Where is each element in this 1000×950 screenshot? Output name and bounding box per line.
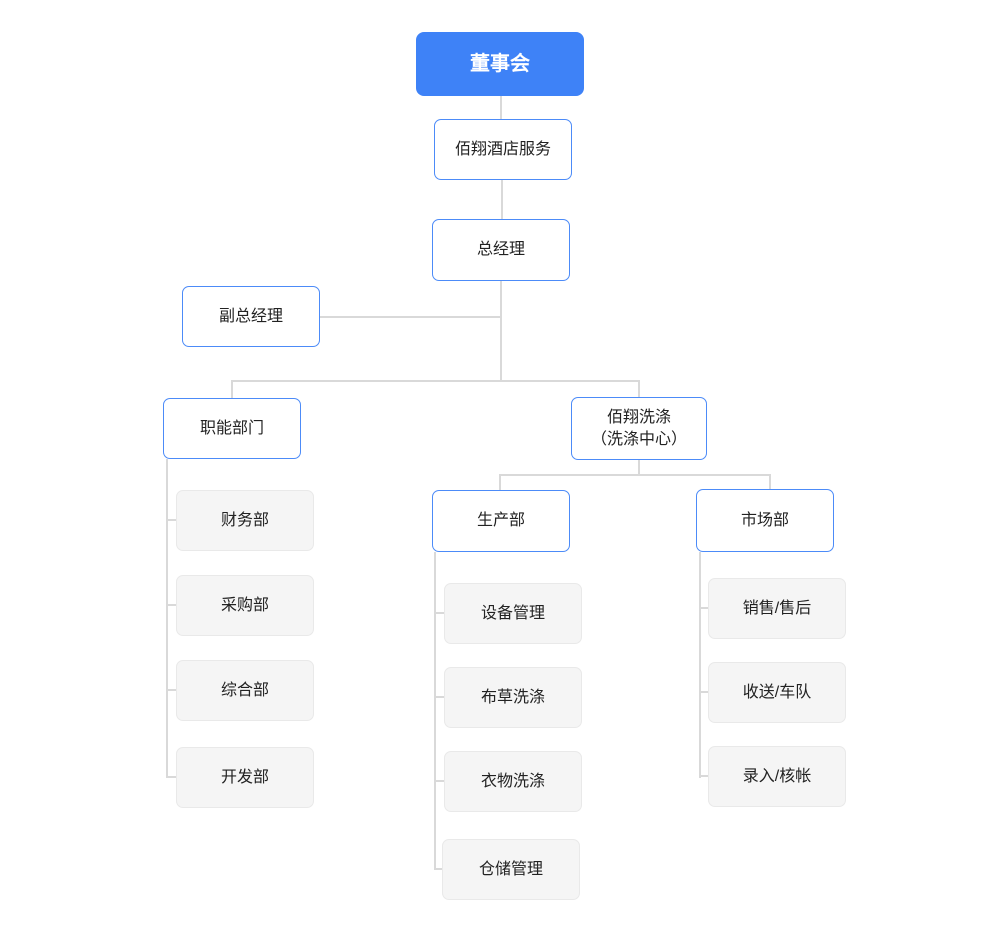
node-procurement-dept[interactable]: 采购部 — [176, 575, 314, 636]
connector-stub-linen — [434, 696, 444, 698]
connector-stub-finance — [166, 519, 176, 521]
connector-stub-general-affairs — [166, 689, 176, 691]
node-laundry-center[interactable]: 佰翔洗涤 （洗涤中心） — [571, 397, 707, 460]
node-label: 录入/核帐 — [742, 767, 812, 785]
connector-drop-production — [499, 474, 501, 490]
node-equipment-management[interactable]: 设备管理 — [444, 583, 582, 644]
node-label-line1: 佰翔洗涤 — [606, 408, 671, 426]
node-label: 销售/售后 — [742, 599, 812, 617]
connector-stub-sales — [699, 607, 708, 609]
node-clothes-washing[interactable]: 衣物洗涤 — [444, 751, 582, 812]
connector-hotel-gm — [501, 180, 503, 219]
node-label: 布草洗涤 — [480, 688, 545, 706]
node-label: 佰翔酒店服务 — [454, 140, 551, 158]
connector-drop-functional — [231, 380, 233, 398]
connector-marketing-spine — [699, 552, 701, 778]
node-label: 收送/车队 — [742, 683, 812, 701]
node-linen-washing[interactable]: 布草洗涤 — [444, 667, 582, 728]
connector-stub-development — [166, 776, 176, 778]
node-deputy-general-manager[interactable]: 副总经理 — [182, 286, 320, 347]
node-label: 董事会 — [470, 53, 530, 75]
node-label: 衣物洗涤 — [480, 772, 545, 790]
node-marketing-dept[interactable]: 市场部 — [696, 489, 834, 552]
node-general-affairs-dept[interactable]: 综合部 — [176, 660, 314, 721]
connector-gm-branch — [500, 281, 502, 382]
connector-stub-warehouse — [434, 868, 444, 870]
node-label: 副总经理 — [218, 307, 283, 325]
node-label: 仓储管理 — [478, 860, 543, 878]
node-functional-departments[interactable]: 职能部门 — [163, 398, 301, 459]
connector-stub-pickup — [699, 691, 708, 693]
connector-stub-procurement — [166, 604, 176, 606]
connector-stub-clothes — [434, 780, 444, 782]
node-entry-accounting[interactable]: 录入/核帐 — [708, 746, 846, 807]
connector-branch-span — [231, 380, 640, 382]
node-finance-dept[interactable]: 财务部 — [176, 490, 314, 551]
node-label: 综合部 — [220, 681, 269, 699]
node-label: 生产部 — [476, 512, 525, 529]
node-label: 职能部门 — [199, 419, 264, 437]
node-label: 市场部 — [740, 511, 789, 529]
node-pickup-fleet[interactable]: 收送/车队 — [708, 662, 846, 723]
node-general-manager[interactable]: 总经理 — [432, 219, 570, 281]
connector-board-hotel — [500, 96, 502, 120]
node-hotel-service[interactable]: 佰翔酒店服务 — [434, 119, 572, 180]
connector-stub-entry — [699, 775, 708, 777]
connector-production-spine — [434, 552, 436, 870]
connector-stub-equipment — [434, 612, 444, 614]
node-sales-aftersales[interactable]: 销售/售后 — [708, 578, 846, 639]
node-warehouse-management[interactable]: 仓储管理 — [442, 839, 580, 900]
node-development-dept[interactable]: 开发部 — [176, 747, 314, 808]
node-label: 财务部 — [220, 511, 269, 529]
connector-laundry-down — [638, 460, 640, 475]
connector-deputy-stub — [320, 316, 501, 318]
connector-drop-marketing — [769, 474, 771, 490]
node-label: 采购部 — [220, 596, 269, 614]
node-label: 设备管理 — [480, 604, 545, 622]
node-production-dept[interactable]: 生产部 — [432, 490, 570, 552]
connector-drop-laundry — [638, 380, 640, 398]
node-label: 开发部 — [220, 768, 269, 786]
node-label-line2: （洗涤中心） — [590, 430, 687, 448]
connector-functional-spine — [166, 459, 168, 778]
node-board-of-directors[interactable]: 董事会 — [416, 32, 584, 96]
connector-laundry-span — [499, 474, 771, 476]
node-label: 总经理 — [476, 241, 525, 258]
